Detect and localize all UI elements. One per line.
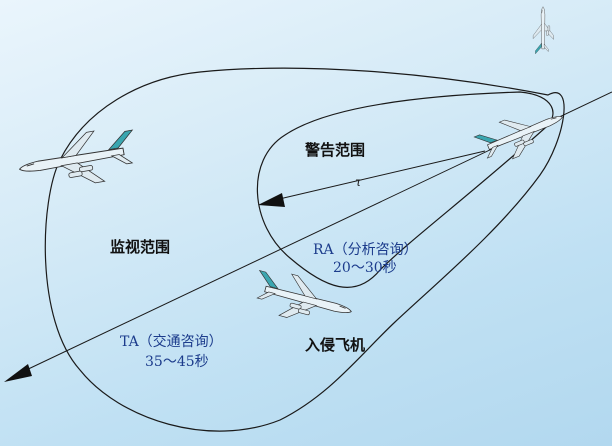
ra-time: 20～30秒 — [333, 260, 397, 276]
intruder-label: 入侵飞机 — [305, 336, 365, 354]
tau-line — [274, 150, 486, 201]
surveillance-boundary — [44, 67, 565, 432]
ta-time: 35～45秒 — [145, 354, 209, 370]
plane-left — [14, 123, 141, 196]
surveillance-range-label: 监视范围 — [110, 238, 170, 256]
tau-arrowhead — [258, 193, 285, 207]
ra-title: RA（分析咨询） — [313, 242, 418, 258]
trajectory-arrowhead — [4, 364, 32, 382]
plane-top-right — [532, 6, 554, 55]
warning-range-label: 警告范围 — [304, 141, 365, 159]
plane-warning — [472, 99, 571, 170]
warning-boundary — [256, 91, 554, 288]
ta-title: TA（交通咨询） — [120, 333, 223, 350]
tau-label: τ — [355, 175, 362, 189]
